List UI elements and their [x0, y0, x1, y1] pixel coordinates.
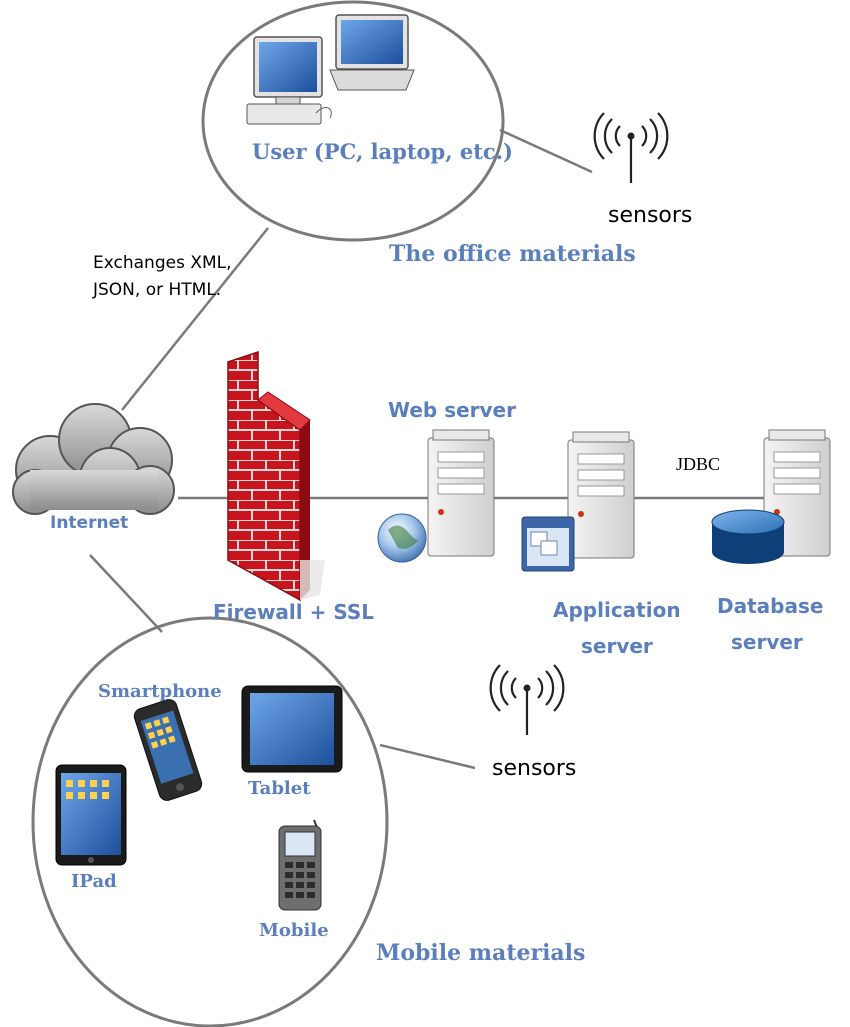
- cloud-icon: [12, 403, 175, 515]
- ipad-label: IPad: [71, 871, 117, 892]
- sensors-top-label: sensors: [608, 203, 693, 228]
- internet-label: Internet: [50, 513, 129, 533]
- line-internet-mobile: [89, 554, 163, 633]
- database-server-label-line1: Database: [717, 594, 824, 618]
- web-server-icon: [377, 429, 495, 563]
- mobile-phone-icon: [278, 819, 322, 911]
- firewall-label: Firewall + SSL: [213, 600, 374, 624]
- desktop-pc-icon: [246, 36, 332, 125]
- exchange-label-line2: JSON, or HTML.: [93, 280, 222, 300]
- ipad-icon: [55, 764, 127, 866]
- sensors-bottom-label: sensors: [492, 756, 577, 781]
- line-office-sensors: [499, 128, 593, 174]
- application-server-label-line1: Application: [553, 598, 681, 622]
- database-server-icon: [711, 429, 831, 564]
- mobile-label: Mobile: [259, 920, 329, 941]
- mobile-materials-label: Mobile materials: [376, 940, 586, 966]
- tablet-icon: [241, 685, 343, 773]
- jdbc-label: JDBC: [676, 454, 721, 474]
- office-materials-label: The office materials: [389, 241, 636, 267]
- database-server-label-line2: server: [731, 630, 803, 654]
- application-server-icon: [521, 431, 635, 572]
- office-materials-ellipse: [201, 0, 505, 242]
- user-label: User (PC, laptop, etc.): [252, 139, 513, 164]
- smartphone-label: Smartphone: [98, 681, 222, 702]
- laptop-icon: [329, 14, 415, 91]
- line-mobile-sensors: [379, 743, 476, 770]
- firewall-icon: [227, 350, 325, 602]
- mobile-materials-ellipse: [31, 616, 389, 1027]
- sensor-antenna-icon-bottom: [489, 664, 565, 735]
- sensor-antenna-icon-top: [593, 112, 669, 183]
- exchange-label-line1: Exchanges XML,: [93, 253, 232, 273]
- application-server-label-line2: server: [581, 634, 653, 658]
- tablet-label: Tablet: [248, 778, 311, 799]
- line-office-internet: [121, 227, 269, 411]
- smartphone-icon: [133, 699, 203, 801]
- web-server-label: Web server: [388, 398, 516, 422]
